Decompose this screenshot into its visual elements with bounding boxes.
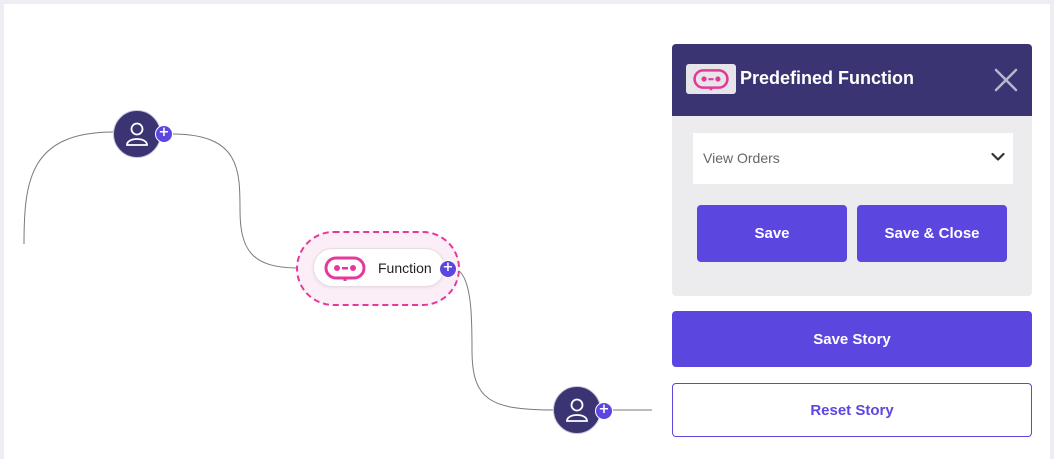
reset-story-button[interactable]: Reset Story <box>672 383 1032 437</box>
connector-user-to-function <box>171 133 299 269</box>
add-node-button[interactable]: + <box>595 402 613 420</box>
connector-left <box>23 131 115 245</box>
user-node-1[interactable] <box>113 110 161 158</box>
connector-function-to-user <box>457 269 555 411</box>
function-select[interactable]: View Orders <box>693 133 1013 184</box>
save-button[interactable]: Save <box>697 205 847 262</box>
close-button[interactable] <box>994 68 1018 92</box>
bot-icon <box>693 69 729 91</box>
save-story-button[interactable]: Save Story <box>672 311 1032 367</box>
bot-icon <box>324 256 366 281</box>
function-node-label: Function <box>378 260 432 276</box>
panel-header: Predefined Function <box>672 44 1032 116</box>
panel-logo <box>686 64 736 94</box>
save-close-button[interactable]: Save & Close <box>857 205 1007 262</box>
function-node[interactable]: Function <box>313 248 445 287</box>
user-icon <box>126 122 148 146</box>
user-icon <box>566 398 588 422</box>
predefined-function-panel: Predefined Function View Orders Save Sav… <box>672 44 1032 296</box>
close-icon <box>994 68 1018 92</box>
user-node-2[interactable] <box>553 386 601 434</box>
panel-title: Predefined Function <box>740 68 915 88</box>
function-select-value: View Orders <box>703 150 780 166</box>
add-node-button[interactable]: + <box>155 125 173 143</box>
chevron-down-icon <box>991 152 1005 161</box>
add-node-button[interactable]: + <box>439 260 457 278</box>
